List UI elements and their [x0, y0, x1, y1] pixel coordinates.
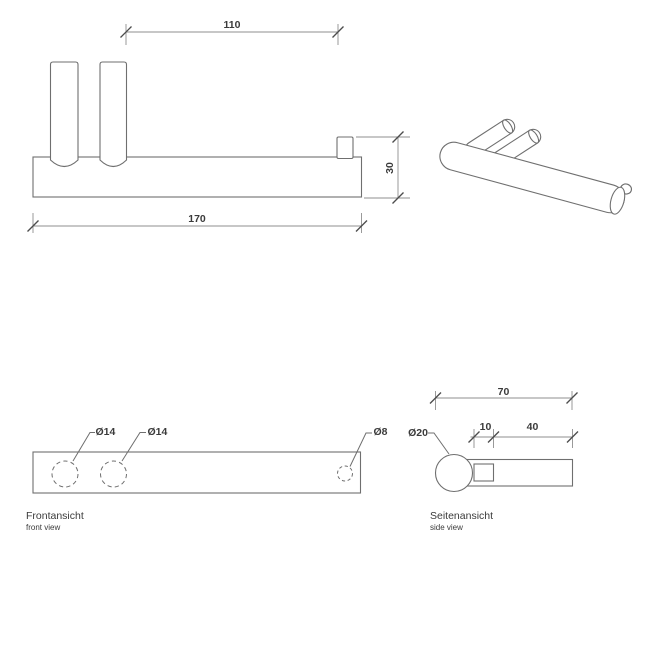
hole-post1-dashed [51, 460, 79, 488]
dim-tick [487, 431, 500, 443]
post1-outline [49, 61, 79, 168]
dim-label-10: 10 [479, 420, 492, 433]
side-bar-circle [434, 453, 474, 493]
dia-label-post1: Ø14 [95, 425, 116, 438]
dim-tick [355, 220, 368, 232]
front-view-label-en: front view [26, 522, 61, 532]
leader-line [349, 432, 372, 467]
dia-label-post2: Ø14 [147, 425, 168, 438]
dim-tick [392, 192, 404, 204]
dim-tick [566, 431, 579, 443]
side-view-label-de: Seitenansicht [430, 509, 494, 522]
side-view [428, 391, 579, 493]
leader-line [428, 432, 450, 455]
dim-tick [468, 431, 480, 443]
elevation-view [27, 24, 410, 233]
end-stub-outline [336, 136, 354, 160]
dim-label-30: 30 [383, 162, 396, 174]
side-view-label-en: side view [430, 522, 463, 532]
dim-label-40: 40 [526, 420, 539, 433]
dim-tick [27, 220, 39, 232]
dim-tick [332, 26, 344, 38]
side-plate-outline [473, 463, 495, 482]
perspective-bar [439, 141, 626, 215]
post2-outline [99, 61, 128, 168]
leader-line [121, 432, 146, 462]
perspective-view [439, 118, 633, 215]
front-view [32, 432, 372, 494]
bar-body-outline [32, 156, 363, 198]
dim-label-110: 110 [223, 18, 241, 31]
dia-label-bar: Ø20 [408, 426, 428, 439]
dim-tick [566, 392, 578, 404]
hole-end-dashed [337, 465, 353, 482]
dim-label-170: 170 [188, 212, 206, 225]
dim-label-70: 70 [497, 385, 510, 398]
front-view-label-de: Frontansicht [26, 509, 84, 522]
leader-line [72, 432, 95, 462]
front-bar-outline [32, 451, 362, 494]
dia-label-end-hole: Ø8 [373, 426, 388, 438]
hole-post2-dashed [100, 460, 127, 488]
dim-tick [392, 131, 404, 143]
dim-tick [429, 392, 442, 404]
dim-tick [120, 26, 132, 38]
